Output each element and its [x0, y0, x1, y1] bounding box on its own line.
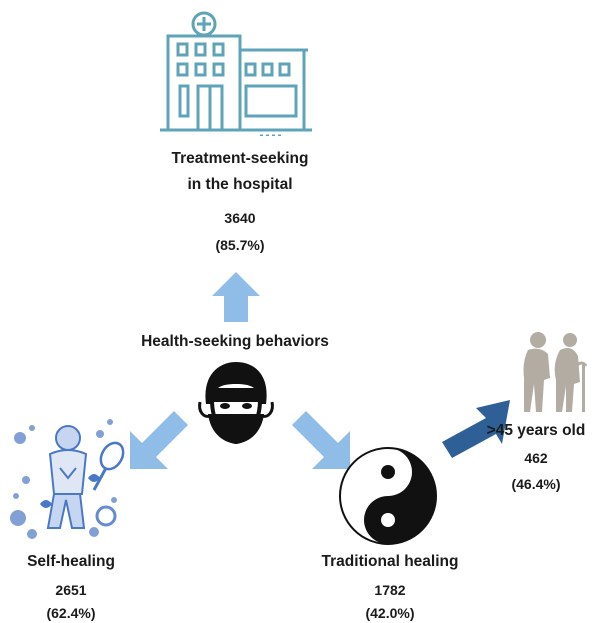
self-care-collage-icon [8, 408, 126, 548]
elderly-label: >45 years old [486, 422, 586, 439]
arrow-up-icon [212, 272, 260, 322]
hospital-count: 3640 [224, 210, 256, 226]
center-label: Health-seeking behaviors [141, 333, 329, 350]
elderly-percent: (46.4%) [511, 476, 561, 492]
hospital-label-line1: Treatment-seeking [171, 150, 309, 167]
elderly-count: 462 [524, 450, 548, 466]
arrow-down-left-icon [130, 405, 194, 469]
traditional-percent: (42.0%) [365, 605, 415, 621]
masked-person-icon [196, 360, 276, 446]
self-healing-percent: (62.4%) [46, 605, 96, 621]
hospital-percent: (85.7%) [215, 237, 265, 253]
hospital-label-line2: in the hospital [187, 176, 293, 193]
elderly-couple-icon [510, 330, 590, 412]
traditional-label: Traditional healing [321, 553, 459, 570]
self-healing-label: Self-healing [27, 553, 115, 570]
arrow-up-right-icon [440, 400, 510, 460]
traditional-count: 1782 [374, 582, 406, 598]
yin-yang-icon [338, 446, 438, 546]
hospital-icon [160, 8, 320, 136]
arrow-down-right-icon [286, 405, 350, 469]
self-healing-count: 2651 [55, 582, 87, 598]
